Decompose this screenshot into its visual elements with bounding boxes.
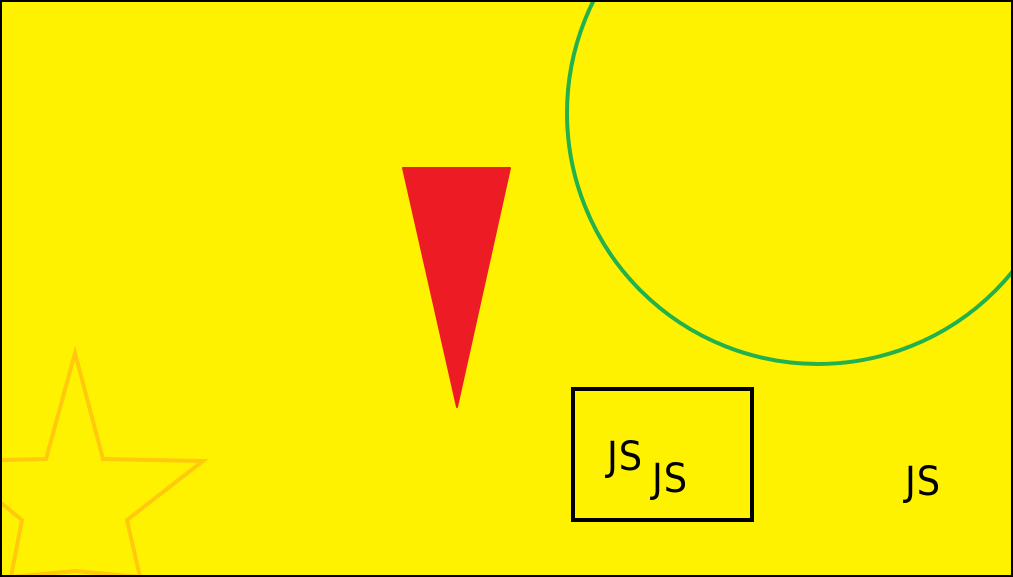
text-box-border — [571, 387, 754, 522]
js-text-3: JS — [905, 459, 942, 505]
red-triangle — [402, 167, 511, 408]
js-text-2: JS — [652, 456, 689, 502]
js-text-1: JS — [607, 434, 644, 480]
orange-star-outline — [0, 345, 209, 577]
green-circle-outline — [565, 0, 1013, 366]
